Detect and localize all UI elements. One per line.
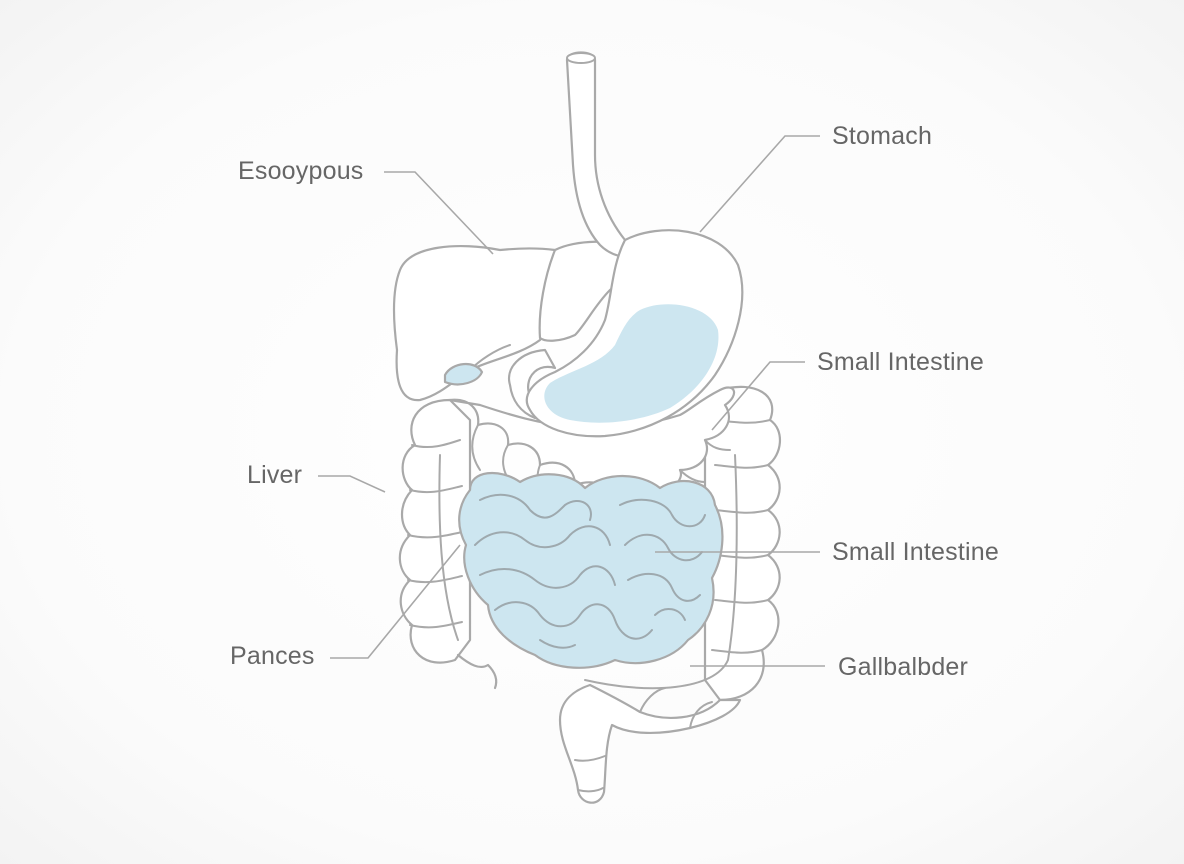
small-intestine-mass: [458, 471, 724, 669]
leader-lines: [318, 135, 825, 667]
label-small-intestine-top: Small Intestine: [817, 348, 984, 376]
liver-left-lobe: [392, 245, 558, 402]
lower-colon: [558, 683, 742, 804]
leader-stomach: [699, 135, 820, 233]
stomach: [525, 229, 744, 438]
label-pancreas: Pances: [230, 642, 315, 670]
gallbladder: [443, 363, 484, 386]
appendix: [456, 653, 498, 690]
leader-esophagus: [384, 171, 494, 255]
leader-small-intestine-top: [711, 361, 805, 431]
leader-liver: [318, 475, 386, 493]
label-stomach: Stomach: [832, 122, 933, 150]
label-esophagus: Esooypous: [238, 157, 364, 185]
label-liver: Liver: [247, 461, 303, 489]
esophagus: [565, 51, 642, 259]
leader-pancreas: [330, 544, 461, 659]
label-small-intestine-mid: Small Intestine: [832, 538, 999, 566]
stomach-contents: [544, 304, 719, 423]
label-gallbladder: Gallbalbder: [838, 653, 969, 681]
small-intestine: [458, 471, 724, 669]
esophagus-opening: [566, 52, 596, 64]
